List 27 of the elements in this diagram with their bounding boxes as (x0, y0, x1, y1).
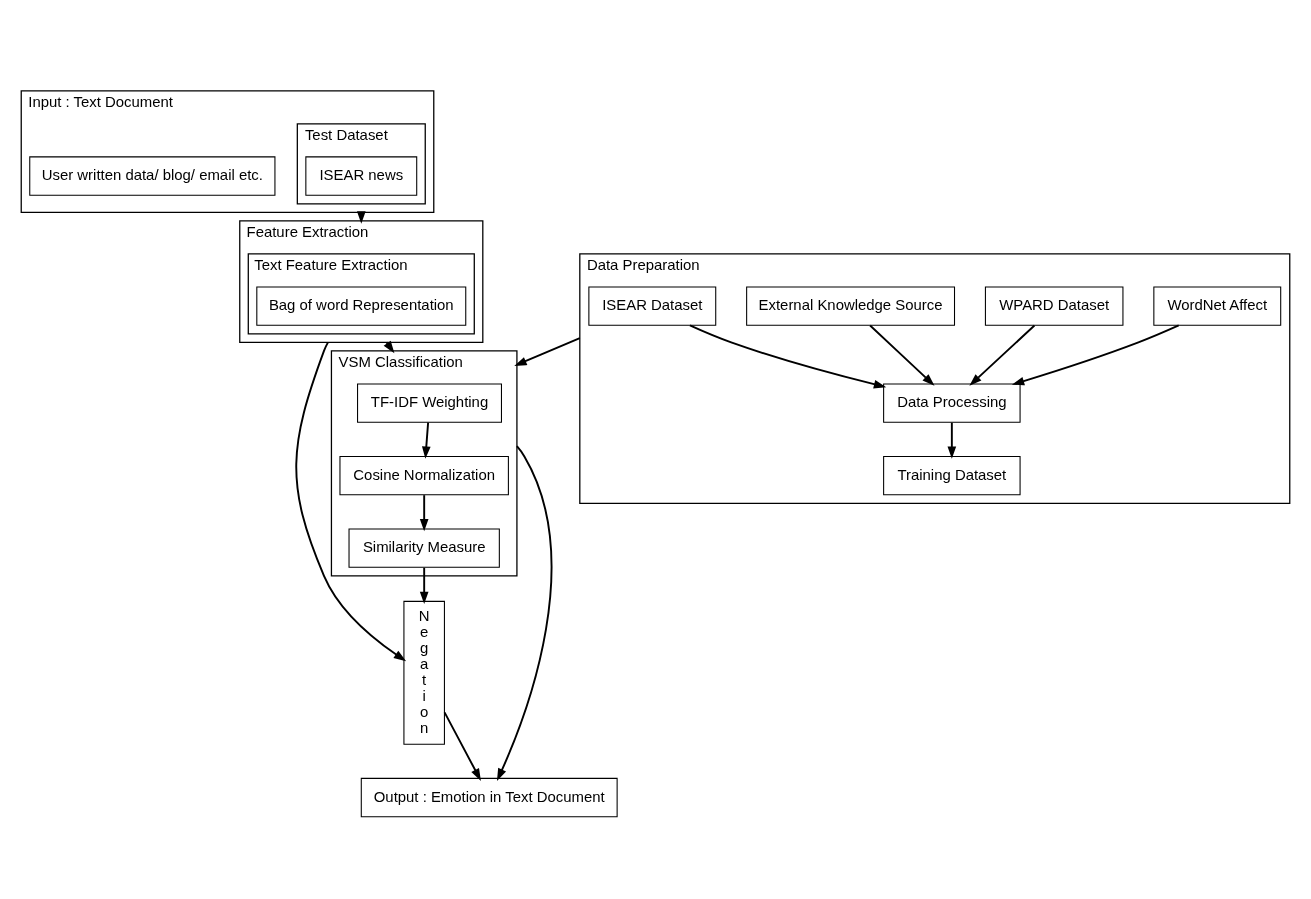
arrow (383, 340, 395, 354)
arrow (421, 421, 431, 459)
node-box: External Knowledge Source (746, 286, 956, 326)
arrow (947, 421, 957, 459)
node-box: WPARD Dataset (984, 286, 1124, 326)
node-box: TF-IDF Weighting (357, 383, 502, 423)
node-box: Output : Emotion in Text Document (360, 777, 618, 818)
arrow (969, 324, 1036, 386)
node-box: Bag of word Representation (256, 286, 467, 326)
node-box: WordNet Affect (1153, 286, 1282, 326)
node-box: Cosine Normalization (339, 455, 509, 496)
arrow (1011, 324, 1180, 386)
node-box: ISEAR news (305, 156, 418, 196)
arrow (419, 566, 429, 605)
arrow (496, 445, 553, 781)
node-box: ISEAR Dataset (588, 286, 717, 326)
arrow (443, 711, 481, 781)
node-box: Data Processing (883, 383, 1021, 423)
node-box: Training Dataset (883, 455, 1021, 496)
node-box: Similarity Measure (348, 528, 500, 568)
arrow (514, 337, 581, 366)
arrow (295, 341, 407, 662)
node-box: Negation (403, 600, 445, 745)
arrow (688, 324, 887, 389)
arrow (869, 324, 935, 386)
arrow (419, 494, 429, 532)
node-box: User written data/ blog/ email etc. (29, 156, 276, 196)
